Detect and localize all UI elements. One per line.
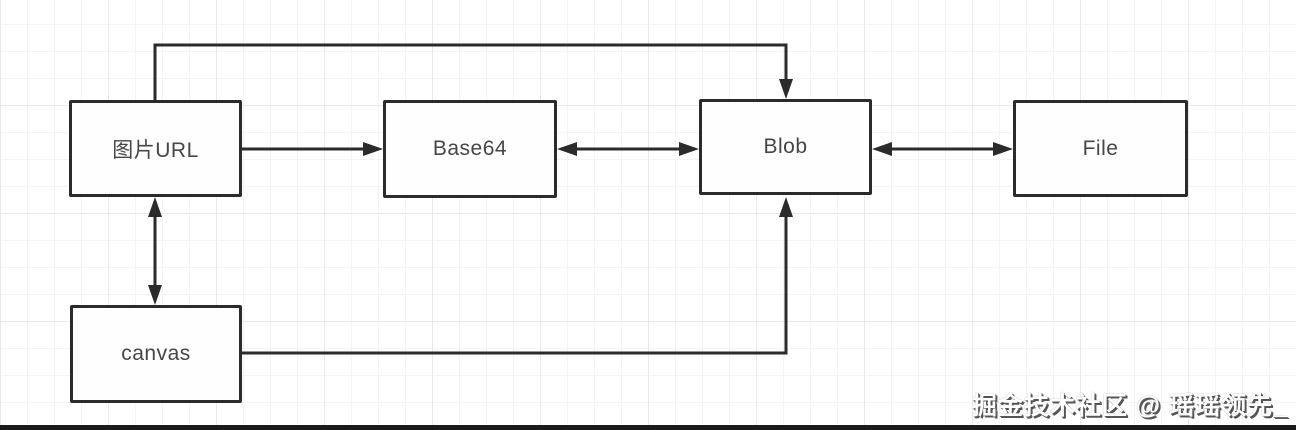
bottom-edge-bar xyxy=(0,425,1296,430)
edge-imageurl-canvas-bidirectional xyxy=(148,197,162,305)
edge-imageurl-to-blob-top-route xyxy=(153,43,793,100)
edge-base64-blob-bidirectional xyxy=(557,142,699,156)
node-file-label: File xyxy=(1082,136,1119,160)
node-base64: Base64 xyxy=(383,100,557,198)
node-canvas: canvas xyxy=(70,305,242,403)
edge-imageurl-to-base64 xyxy=(242,142,383,156)
watermark-text: 掘金技术社区 @ 瑶瑶领先_ xyxy=(971,392,1288,420)
node-image-url: 图片URL xyxy=(69,100,242,197)
edge-canvas-to-blob-bottom-route xyxy=(242,197,793,355)
node-base64-label: Base64 xyxy=(432,137,508,160)
node-file: File xyxy=(1013,100,1188,197)
node-canvas-label: canvas xyxy=(121,342,191,365)
edge-blob-file-bidirectional xyxy=(872,142,1013,156)
node-blob-label: Blob xyxy=(763,135,808,158)
node-image-url-label: 图片URL xyxy=(112,138,199,162)
node-blob: Blob xyxy=(699,99,872,195)
